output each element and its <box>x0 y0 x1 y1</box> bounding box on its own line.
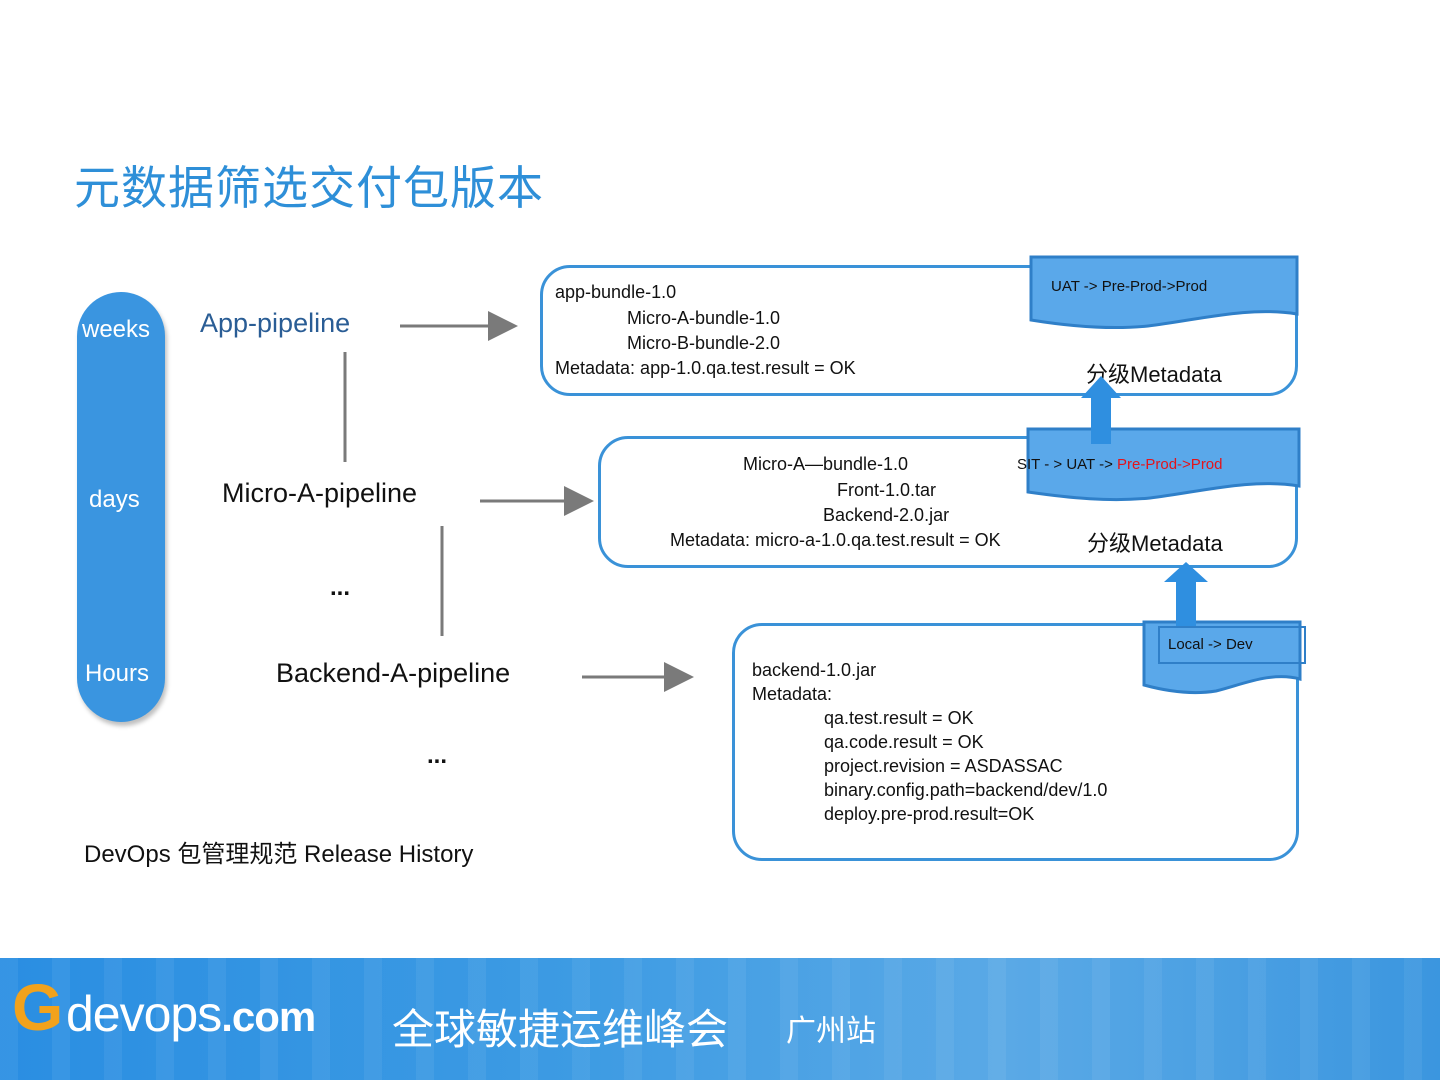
micro-a-bundle-name: Micro-A—bundle-1.0 <box>743 454 909 474</box>
micro-a-front-artifact: Front-1.0.tar <box>837 480 937 500</box>
app-stage-flag <box>1029 255 1299 330</box>
micro-a-graded-metadata-label: 分级Metadata <box>1087 531 1223 556</box>
micro-a-stage-flag <box>1026 427 1301 502</box>
promote-to-app-arrow <box>1081 376 1121 444</box>
app-stage-flag-text: UAT -> Pre-Prod->Prod <box>1051 278 1208 295</box>
micro-a-bundle-metadata: Metadata: micro-a-1.0.qa.test.result = O… <box>670 530 1001 550</box>
micro-a-backend-artifact: Backend-2.0.jar <box>823 505 950 525</box>
promote-to-micro-arrow <box>1164 562 1208 626</box>
app-bundle-component-a: Micro-A-bundle-1.0 <box>627 308 781 328</box>
event-banner <box>0 958 1440 1080</box>
diagram-connectors <box>343 311 694 692</box>
app-bundle-component-b: Micro-B-bundle-2.0 <box>627 333 781 353</box>
release-history-note: DevOps 包管理规范 Release History <box>84 841 474 868</box>
event-name: 全球敏捷运维峰会 <box>392 1005 729 1054</box>
micro-a-pipeline-label: Micro-A-pipeline <box>222 478 418 508</box>
page-title: 元数据筛选交付包版本 <box>74 161 544 215</box>
app-bundle-name: app-bundle-1.0 <box>555 282 677 302</box>
backend-metadata-item: qa.code.result = OK <box>824 732 984 752</box>
app-bundle-metadata: Metadata: app-1.0.qa.test.result = OK <box>555 358 856 378</box>
micro-a-stage-flag-text: SIT - > UAT -> Pre-Prod->Prod <box>1017 456 1223 473</box>
backend-metadata-item: qa.test.result = OK <box>824 708 974 728</box>
backend-metadata-item: deploy.pre-prod.result=OK <box>824 804 1035 824</box>
micro-a-stage-flag-prefix: SIT - > UAT -> <box>1017 456 1118 473</box>
backend-a-pipeline-label: Backend-A-pipeline <box>276 658 511 688</box>
backend-metadata-item: project.revision = ASDASSAC <box>824 756 1063 776</box>
pipeline-ellipsis-1: ... <box>330 574 351 601</box>
event-city: 广州站 <box>786 1014 876 1049</box>
gdevops-logo-devops: devops <box>66 986 222 1042</box>
backend-metadata-item: binary.config.path=backend/dev/1.0 <box>824 780 1108 800</box>
gdevops-logo: devops.com <box>66 986 316 1042</box>
micro-a-stage-flag-highlight: Pre-Prod->Prod <box>1117 456 1223 473</box>
timescale-days: days <box>89 486 140 513</box>
backend-stage-flag-text: Local -> Dev <box>1168 636 1253 653</box>
backend-artifact-name: backend-1.0.jar <box>752 660 877 680</box>
pipeline-ellipsis-2: ... <box>427 742 448 769</box>
gdevops-logo-com: .com <box>221 993 316 1040</box>
gdevops-logo-g: G <box>12 970 64 1044</box>
timescale-hours: Hours <box>85 660 150 687</box>
app-graded-metadata-label: 分级Metadata <box>1086 362 1222 387</box>
app-pipeline-label: App-pipeline <box>200 308 351 338</box>
timescale-weeks: weeks <box>82 316 151 343</box>
backend-metadata-heading: Metadata: <box>752 684 833 704</box>
timescale-pill <box>77 292 165 722</box>
backend-stage-flag <box>1142 620 1306 695</box>
